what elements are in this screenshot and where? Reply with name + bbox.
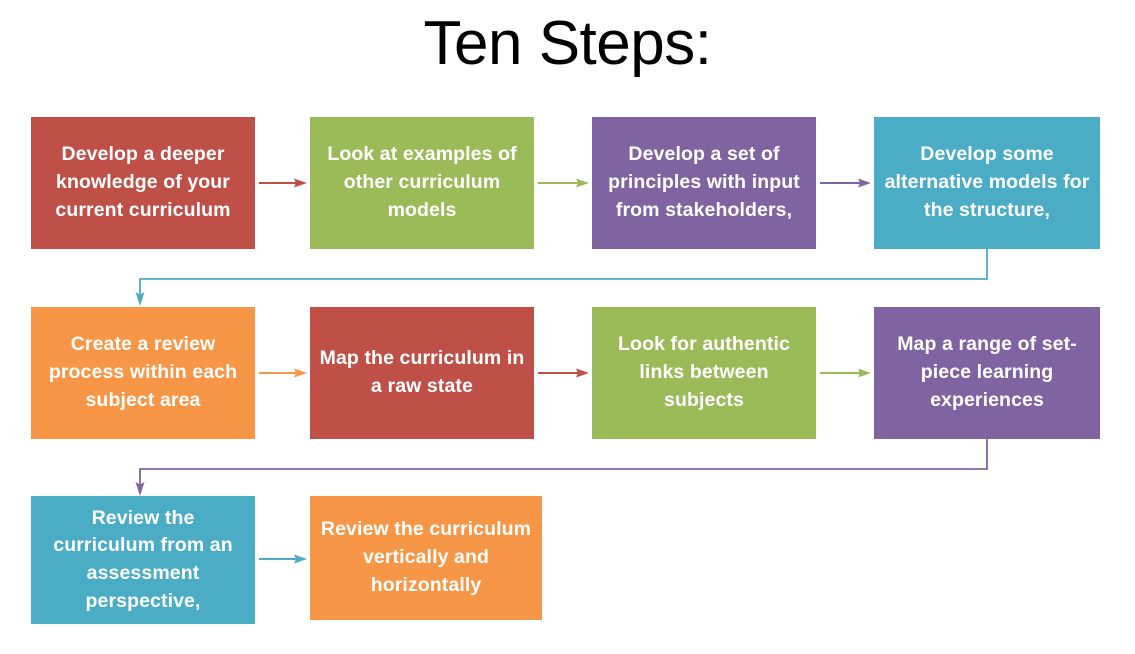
step-label-9: Review the curriculum from an assessment… [53,506,233,612]
connector-8-to-9 [135,439,988,496]
step-box-10[interactable]: Review the curriculum vertically and hor… [310,496,542,620]
step-box-8[interactable]: Map a range of set-piece learning experi… [874,307,1100,439]
connector-2-to-3 [538,178,589,188]
step-label-10: Review the curriculum vertically and hor… [320,518,532,596]
connector-3-to-4 [820,178,871,188]
connector-1-to-2 [259,178,307,188]
step-box-7[interactable]: Look for authentic links between subject… [592,307,816,439]
step-label-6: Map the curriculum in a raw state [319,347,525,397]
step-label-7: Look for authentic links between subject… [618,333,790,411]
step-box-4[interactable]: Develop some alternative models for the … [874,117,1100,249]
step-box-3[interactable]: Develop a set of principles with input f… [592,117,816,249]
step-box-9[interactable]: Review the curriculum from an assessment… [31,496,255,624]
page-title: Ten Steps: [423,9,712,78]
step-box-6[interactable]: Map the curriculum in a raw state [310,307,534,439]
connector-5-to-6 [259,368,307,378]
step-label-5: Create a review process within each subj… [48,333,238,411]
connector-7-to-8 [820,368,871,378]
step-label-1: Develop a deeper knowledge of your curre… [55,143,231,221]
step-label-2: Look at examples of other curriculum mod… [327,143,517,221]
connector-6-to-7 [538,368,589,378]
step-label-8: Map a range of set-piece learning experi… [897,333,1077,411]
step-box-5[interactable]: Create a review process within each subj… [31,307,255,439]
step-label-4: Develop some alternative models for the … [884,143,1090,221]
connector-4-to-5 [135,249,988,306]
step-label-3: Develop a set of principles with input f… [608,143,800,221]
connector-9-to-10 [259,554,307,564]
step-box-2[interactable]: Look at examples of other curriculum mod… [310,117,534,249]
step-box-1[interactable]: Develop a deeper knowledge of your curre… [31,117,255,249]
